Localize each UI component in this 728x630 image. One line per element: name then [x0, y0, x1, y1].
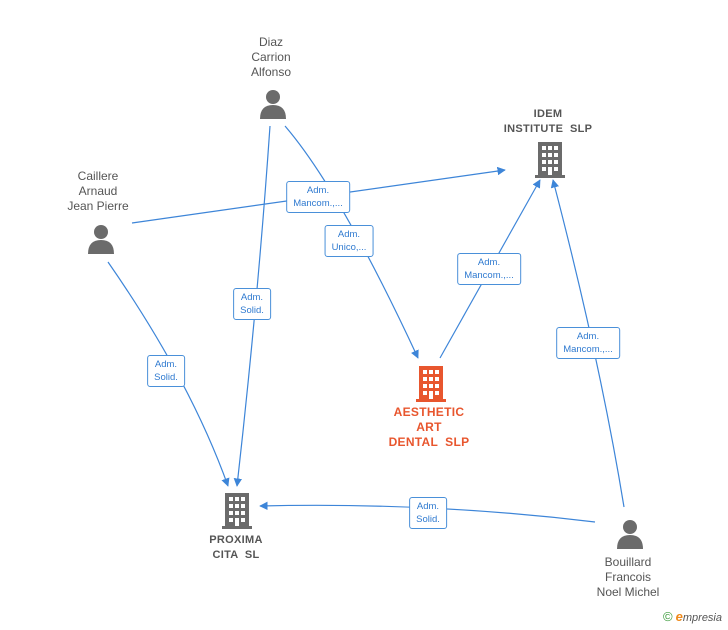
edge-diaz-aesthetic [284, 125, 419, 359]
building-icon-aesthetic[interactable] [416, 366, 446, 402]
brand-watermark: ©empresia [663, 609, 722, 624]
edge-label-caillere-idem[interactable]: Adm. Mancom.,... [286, 181, 350, 213]
building-icon-idem[interactable] [535, 142, 565, 178]
brand-name: mpresia [682, 612, 722, 624]
node-label-bouillard[interactable]: Bouillard Francois Noel Michel [596, 555, 660, 599]
node-label-idem[interactable]: IDEM INSTITUTE SLP [503, 108, 593, 135]
node-label-aesthetic[interactable]: AESTHETIC ART DENTAL SLP [388, 405, 470, 449]
node-label-diaz[interactable]: Diaz Carrion Alfonso [250, 35, 292, 79]
edge-label-bouillard-proxima[interactable]: Adm. Solid. [409, 497, 447, 529]
person-icon-diaz[interactable] [259, 89, 287, 119]
person-icon-bouillard[interactable] [616, 519, 644, 549]
building-icon-proxima[interactable] [222, 493, 252, 529]
person-icon-caillere[interactable] [87, 224, 115, 254]
node-label-proxima[interactable]: PROXIMA CITA SL [209, 534, 263, 561]
edge-label-diaz-aesthetic[interactable]: Adm. Unico,... [324, 225, 374, 257]
edge-label-caillere-proxima[interactable]: Adm. Solid. [147, 355, 185, 387]
edge-label-aesthetic-idem[interactable]: Adm. Mancom.,... [457, 253, 521, 285]
brand-initial: e [675, 609, 683, 624]
edge-label-bouillard-idem[interactable]: Adm. Mancom.,... [556, 327, 620, 359]
copyright-icon: © [663, 609, 673, 624]
node-label-caillere[interactable]: Caillere Arnaud Jean Pierre [67, 169, 129, 213]
edge-label-diaz-proxima[interactable]: Adm. Solid. [233, 288, 271, 320]
